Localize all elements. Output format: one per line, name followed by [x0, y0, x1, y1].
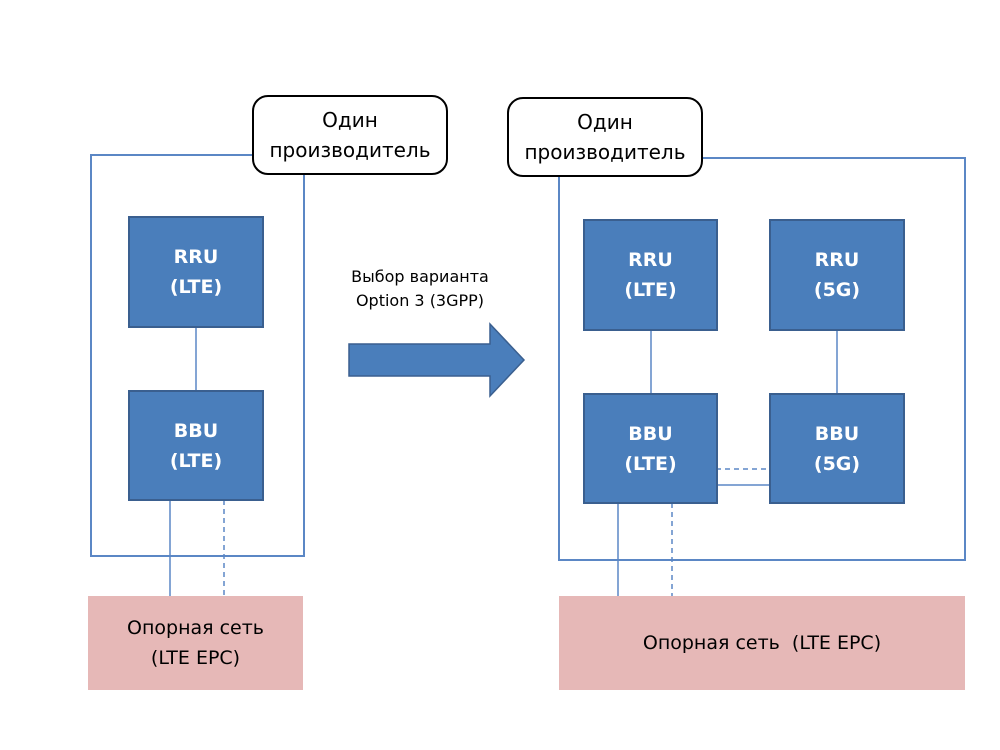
- right-rru-5g-title: RRU: [814, 249, 860, 271]
- right-rru-5g-subtitle: (5G): [813, 279, 861, 301]
- left-bbu-title: BBU: [173, 419, 219, 442]
- right-rru-lte-subtitle: (LTE): [624, 279, 677, 301]
- right-bbu-5g-block: BBU (5G): [769, 393, 905, 504]
- right-rru-lte-title: RRU: [628, 249, 673, 271]
- right-vendor-frame: [558, 157, 966, 561]
- left-core-line1: Опорная сеть: [127, 617, 264, 639]
- right-vendor-label: Один производитель: [507, 97, 703, 177]
- left-rru-lte-block: RRU (LTE): [128, 216, 264, 328]
- left-rru-title: RRU: [173, 246, 219, 268]
- left-vendor-line1: Один: [322, 108, 378, 132]
- right-rru-lte-block: RRU (LTE): [583, 219, 718, 331]
- left-bbu-lte-block: BBU (LTE): [128, 390, 264, 501]
- left-vendor-frame: [90, 154, 305, 557]
- left-bbu-subtitle: (LTE): [169, 449, 223, 472]
- right-vendor-line1: Один: [577, 110, 633, 134]
- right-bbu-5g-title: BBU: [814, 422, 860, 445]
- arrow-caption: Выбор варианта Option 3 (3GPP): [330, 265, 510, 317]
- right-rru-5g-block: RRU (5G): [769, 219, 905, 331]
- right-bbu-lte-title: BBU: [628, 422, 673, 445]
- right-bbu-lte-block: BBU (LTE): [583, 393, 718, 504]
- right-core-network: Опорная сеть (LTE EPC): [559, 596, 965, 690]
- arrow-caption-line2: Option 3 (3GPP): [355, 291, 485, 310]
- right-bbu-5g-subtitle: (5G): [813, 452, 861, 475]
- left-vendor-label: Один производитель: [252, 95, 448, 175]
- left-core-network: Опорная сеть (LTE EPC): [88, 596, 303, 690]
- right-core-label: Опорная сеть (LTE EPC): [642, 632, 882, 654]
- option3-arrow: [348, 322, 526, 398]
- left-vendor-line2: производитель: [269, 138, 431, 162]
- right-bbu-lte-subtitle: (LTE): [624, 452, 677, 475]
- arrow-caption-line1: Выбор варианта: [351, 267, 489, 286]
- left-rru-subtitle: (LTE): [169, 276, 223, 298]
- right-vendor-line2: производитель: [524, 140, 686, 164]
- left-core-line2: (LTE EPC): [150, 647, 241, 669]
